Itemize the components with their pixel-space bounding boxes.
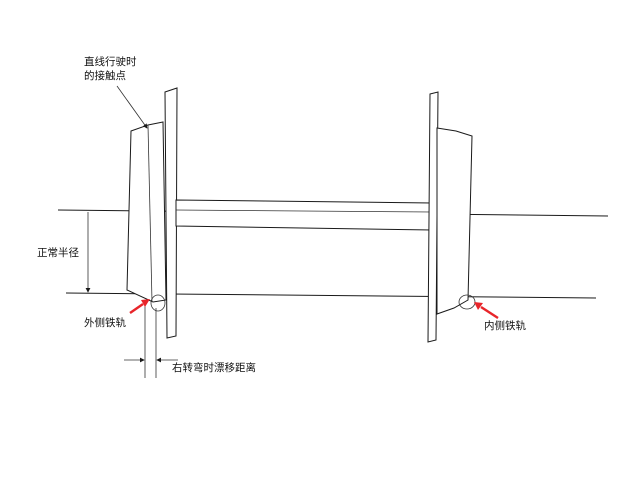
contact-point-leader	[116, 85, 148, 129]
right-wheel-flange	[427, 91, 439, 343]
inner-rail-label: 内侧铁轨	[484, 319, 526, 332]
outer-rail-red-arrow	[129, 299, 150, 314]
axle-center-line	[175, 209, 433, 213]
normal-radius-label: 正常半径	[37, 246, 79, 259]
contact-point-label-line2: 的接触点	[84, 69, 126, 82]
inner-rail-red-arrow	[474, 302, 499, 320]
right-wheel-tread	[436, 127, 473, 315]
axle	[175, 199, 433, 231]
drift-distance-label: 右转弯时漂移距离	[172, 361, 256, 374]
inner-contact-circle	[458, 294, 476, 310]
left-wheel-flange	[164, 87, 178, 339]
outer-contact-circle	[150, 294, 166, 312]
outer-rail-label: 外侧铁轨	[84, 316, 126, 329]
contact-point-label-line1: 直线行驶时	[84, 55, 137, 68]
left-tread-inner-line	[147, 124, 153, 303]
left-wheel-tread	[126, 121, 167, 303]
